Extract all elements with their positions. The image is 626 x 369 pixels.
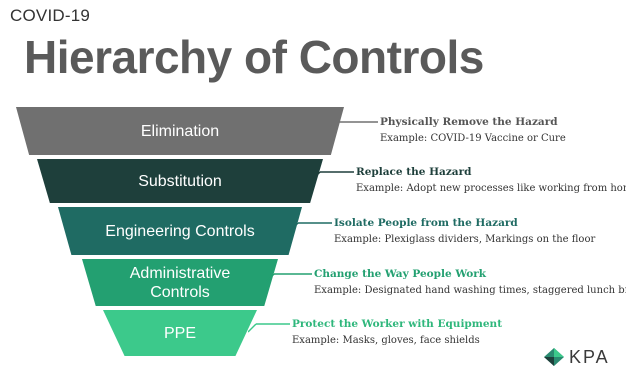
level-administrative-label-line2: Controls xyxy=(150,283,210,301)
description-elimination-example: Example: COVID-19 Vaccine or Cure xyxy=(380,133,566,144)
connector-administrative xyxy=(266,273,312,283)
description-elimination-heading: Physically Remove the Hazard xyxy=(380,116,558,128)
connector-substitution xyxy=(312,171,354,181)
level-administrative-label-line1: Administrative xyxy=(129,264,231,282)
level-engineering-label: Engineering Controls xyxy=(105,222,255,240)
level-administrative-band: Administrative Controls xyxy=(82,259,278,306)
level-ppe-label: PPE xyxy=(163,324,196,342)
connector-elimination xyxy=(328,121,378,131)
description-engineering-example: Example: Plexiglass dividers, Markings o… xyxy=(334,234,596,245)
level-substitution-label: Substitution xyxy=(138,172,222,190)
page-title: Hierarchy of Controls xyxy=(24,31,484,83)
level-ppe-band: PPE xyxy=(103,310,257,356)
level-engineering-band: Engineering Controls xyxy=(58,207,302,255)
description-ppe-heading: Protect the Worker with Equipment xyxy=(292,318,503,330)
description-substitution-heading: Replace the Hazard xyxy=(356,166,472,178)
description-administrative-example: Example: Designated hand washing times, … xyxy=(314,285,626,296)
kicker-label: COVID-19 xyxy=(10,6,91,25)
kpa-logo: KPA xyxy=(544,346,610,367)
description-substitution-example: Example: Adopt new processes like workin… xyxy=(356,183,626,194)
description-engineering-heading: Isolate People from the Hazard xyxy=(334,217,518,229)
description-administrative-heading: Change the Way People Work xyxy=(314,268,487,280)
description-substitution: Replace the Hazard Example: Adopt new pr… xyxy=(356,166,626,194)
level-elimination-label: Elimination xyxy=(140,122,220,140)
level-substitution-band: Substitution xyxy=(37,159,323,203)
description-engineering: Isolate People from the Hazard Example: … xyxy=(334,217,595,245)
connector-engineering xyxy=(290,222,332,232)
description-ppe: Protect the Worker with Equipment Exampl… xyxy=(292,318,502,346)
description-administrative: Change the Way People Work Example: Desi… xyxy=(314,268,626,296)
description-elimination: Physically Remove the Hazard Example: CO… xyxy=(380,116,566,144)
level-elimination-band: Elimination xyxy=(16,107,344,155)
kpa-diamond-logo-icon xyxy=(544,348,564,366)
connector-ppe xyxy=(248,323,290,333)
description-ppe-example: Example: Masks, gloves, face shields xyxy=(292,335,480,346)
kpa-logo-text: KPA xyxy=(569,346,610,367)
